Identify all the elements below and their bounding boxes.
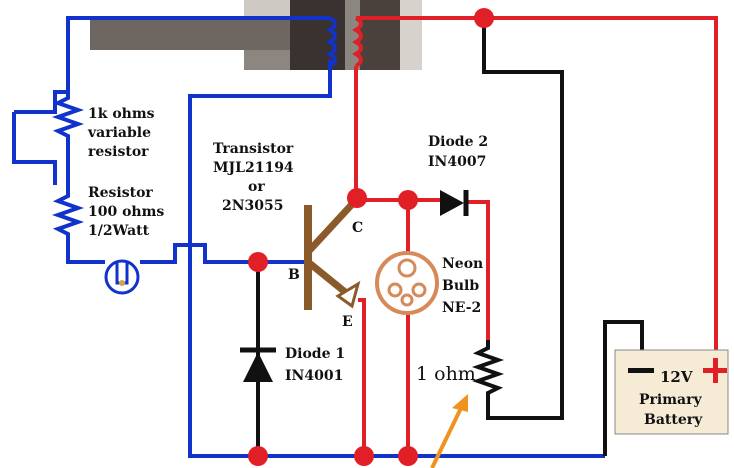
transformer-coils xyxy=(326,16,363,68)
indicator-lamp-symbol xyxy=(104,259,140,295)
black-wiring xyxy=(256,18,644,456)
blue-wiring xyxy=(12,16,605,458)
variable-resistor xyxy=(51,92,85,190)
resistor-1-ohm xyxy=(471,340,505,402)
junctions xyxy=(248,8,494,466)
battery-label-line2: Battery xyxy=(644,412,703,428)
battery-minus-symbol xyxy=(628,368,654,373)
r100-label-line1: Resistor xyxy=(88,185,153,201)
battery xyxy=(614,349,729,435)
pin-b-label: B xyxy=(288,267,300,283)
diode-1 xyxy=(240,347,276,382)
vr-label-line3: resistor xyxy=(88,144,149,160)
coil-photo xyxy=(90,0,422,70)
transistor-label-line2: MJL21194 xyxy=(213,160,294,176)
transistor-label-line4: 2N3055 xyxy=(222,198,284,214)
neon-label-line1: Neon xyxy=(442,256,483,272)
transistor-symbol xyxy=(304,197,361,310)
diode2-label-line1: Diode 2 xyxy=(428,134,488,150)
one-ohm-label: 1 ohm xyxy=(416,363,476,385)
transistor-label-line1: Transistor xyxy=(213,141,294,157)
diode1-label-line2: IN4001 xyxy=(285,368,343,384)
labels: 1k ohms variable resistor Resistor 100 o… xyxy=(87,106,703,428)
neon-label-line2: Bulb xyxy=(442,278,479,294)
neon-bulb xyxy=(375,251,439,315)
r100-label-line2: 100 ohms xyxy=(88,204,164,220)
battery-voltage-label: 12V xyxy=(660,368,693,386)
r100-label-line3: 1/2Watt xyxy=(88,223,150,239)
neon-label-line3: NE-2 xyxy=(442,300,481,316)
pointer-arrow xyxy=(430,394,468,468)
pin-e-label: E xyxy=(342,314,353,330)
vr-label-line1: 1k ohms xyxy=(88,106,155,122)
pin-c-label: C xyxy=(352,220,363,236)
resistor-100-ohm xyxy=(51,190,85,238)
diode2-label-line2: IN4007 xyxy=(428,154,486,170)
battery-label-line1: Primary xyxy=(639,392,702,408)
transistor-label-line3: or xyxy=(248,179,265,195)
diode1-label-line1: Diode 1 xyxy=(285,346,345,362)
diode-2 xyxy=(440,190,469,216)
vr-label-line2: variable xyxy=(87,125,151,141)
